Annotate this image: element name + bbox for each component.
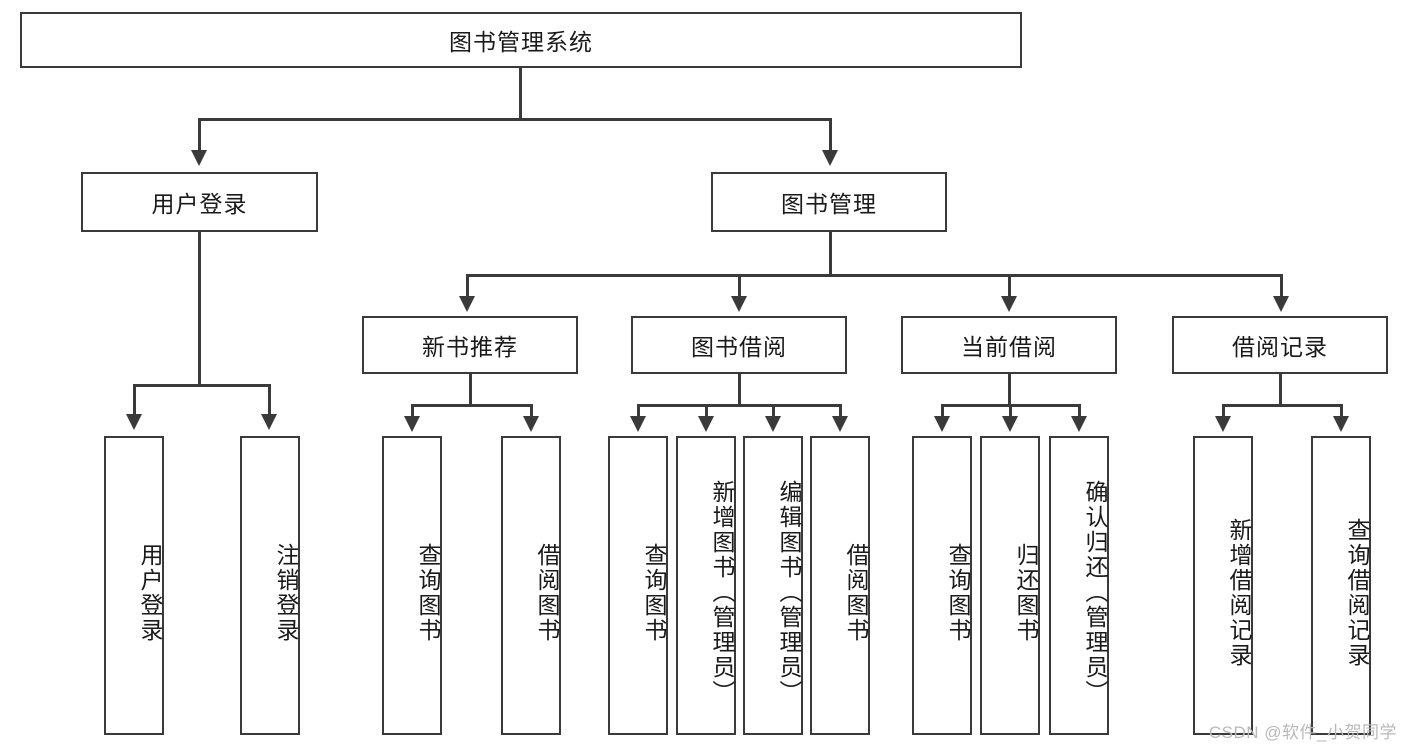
connector-new-book-child-2 [530,404,533,418]
leaf-new-book-query[interactable]: 查询图书 [382,436,442,735]
node-label: 查询借阅记录 [1344,517,1370,668]
connector-to-new-book [466,274,469,298]
node-label: 新书推荐 [422,334,518,360]
connector-book-manage-stem [829,232,832,274]
node-label: 用户登录 [137,542,163,643]
connector-to-borrow-records [1280,274,1283,298]
arrow-leaf-book-borrow-4 [832,416,848,432]
leaf-borrow-borrow-book[interactable]: 借阅图书 [810,436,870,735]
node-book-management[interactable]: 图书管理 [711,172,947,232]
node-label: 新增借阅记录 [1226,517,1252,668]
connector-book-borrow-bar [637,404,841,407]
connector-user-login-child-1 [133,384,136,416]
arrow-to-borrow-records [1273,296,1289,312]
node-label: 新增图书（管理员） [709,480,735,705]
leaf-user-login-logout[interactable]: 注销登录 [240,436,300,735]
node-current-borrow[interactable]: 当前借阅 [901,316,1117,374]
arrow-leaf-current-borrow-3 [1071,416,1087,432]
arrow-leaf-current-borrow-1 [934,416,950,432]
connector-user-login-stem [198,232,201,384]
connector-book-manage-bar [466,274,1282,277]
leaf-borrow-query-book[interactable]: 查询图书 [608,436,668,735]
leaf-borrow-add-book-admin[interactable]: 新增图书（管理员） [676,436,736,735]
node-label: 图书管理系统 [449,29,593,55]
connector-user-login-child-2 [268,384,271,416]
node-label: 查询图书 [641,542,667,643]
connector-to-current-borrow [1008,274,1011,298]
node-label: 用户登录 [151,191,248,217]
arrow-leaf-book-borrow-1 [630,416,646,432]
leaf-user-login-login[interactable]: 用户登录 [104,436,164,735]
connector-user-login-bar [133,384,270,387]
watermark-text: CSDN @软件_小贺同学 [1208,723,1397,742]
arrow-leaf-user-login-1 [126,414,142,430]
node-label: 注销登录 [273,542,299,643]
connector-book-borrow-child-4 [839,404,842,418]
node-label: 查询图书 [415,542,441,643]
node-label: 图书管理 [781,191,877,217]
connector-current-borrow-child-3 [1078,404,1081,418]
arrow-to-new-book [459,296,475,312]
leaf-records-query-record[interactable]: 查询借阅记录 [1311,436,1371,735]
node-label: 当前借阅 [961,334,1057,360]
connector-book-borrow-child-2 [705,404,708,418]
connector-to-book-manage [829,118,832,152]
connector-book-borrow-child-3 [772,404,775,418]
node-root-system[interactable]: 图书管理系统 [20,12,1022,68]
connector-book-borrow-child-1 [637,404,640,418]
arrow-to-book-manage [822,150,838,166]
arrow-leaf-book-borrow-2 [698,416,714,432]
node-label: 图书借阅 [691,334,787,360]
arrow-leaf-new-book-1 [404,416,420,432]
arrow-leaf-new-book-2 [523,416,539,432]
arrow-leaf-book-borrow-3 [765,416,781,432]
connector-borrow-records-child-2 [1340,404,1343,418]
node-label: 归还图书 [1013,542,1039,643]
arrow-leaf-current-borrow-2 [1002,416,1018,432]
node-label: 确认归还（管理员） [1082,480,1108,705]
node-borrow-records[interactable]: 借阅记录 [1172,316,1388,374]
connector-current-borrow-child-2 [1009,404,1012,418]
node-label: 借阅图书 [843,542,869,643]
node-label: 借阅图书 [534,542,560,643]
arrow-leaf-borrow-records-1 [1215,416,1231,432]
leaf-current-return-book[interactable]: 归还图书 [980,436,1040,735]
connector-new-book-bar [411,404,532,407]
connector-borrow-records-child-1 [1222,404,1225,418]
leaf-current-query-book[interactable]: 查询图书 [912,436,972,735]
connector-current-borrow-child-1 [941,404,944,418]
connector-new-book-stem [469,374,472,404]
leaf-records-add-record[interactable]: 新增借阅记录 [1193,436,1253,735]
node-user-login[interactable]: 用户登录 [81,172,318,232]
node-book-borrow[interactable]: 图书借阅 [631,316,847,374]
connector-book-borrow-stem [738,374,741,404]
arrow-leaf-user-login-2 [261,414,277,430]
connector-root-bar [198,118,831,121]
node-label: 查询图书 [945,542,971,643]
connector-current-borrow-stem [1008,374,1011,404]
connector-borrow-records-stem [1279,374,1282,404]
arrow-to-current-borrow [1001,296,1017,312]
arrow-to-user-login [191,150,207,166]
node-label: 编辑图书（管理员） [776,480,802,705]
connector-to-user-login [198,118,201,152]
connector-root-stem [519,68,522,118]
node-label: 借阅记录 [1232,334,1328,360]
connector-borrow-records-bar [1222,404,1342,407]
leaf-current-confirm-return-admin[interactable]: 确认归还（管理员） [1049,436,1109,735]
arrow-to-book-borrow [731,296,747,312]
node-new-book-recommend[interactable]: 新书推荐 [362,316,578,374]
leaf-new-book-borrow[interactable]: 借阅图书 [501,436,561,735]
arrow-leaf-borrow-records-2 [1333,416,1349,432]
connector-to-book-borrow [738,274,741,298]
connector-new-book-child-1 [411,404,414,418]
leaf-borrow-edit-book-admin[interactable]: 编辑图书（管理员） [743,436,803,735]
